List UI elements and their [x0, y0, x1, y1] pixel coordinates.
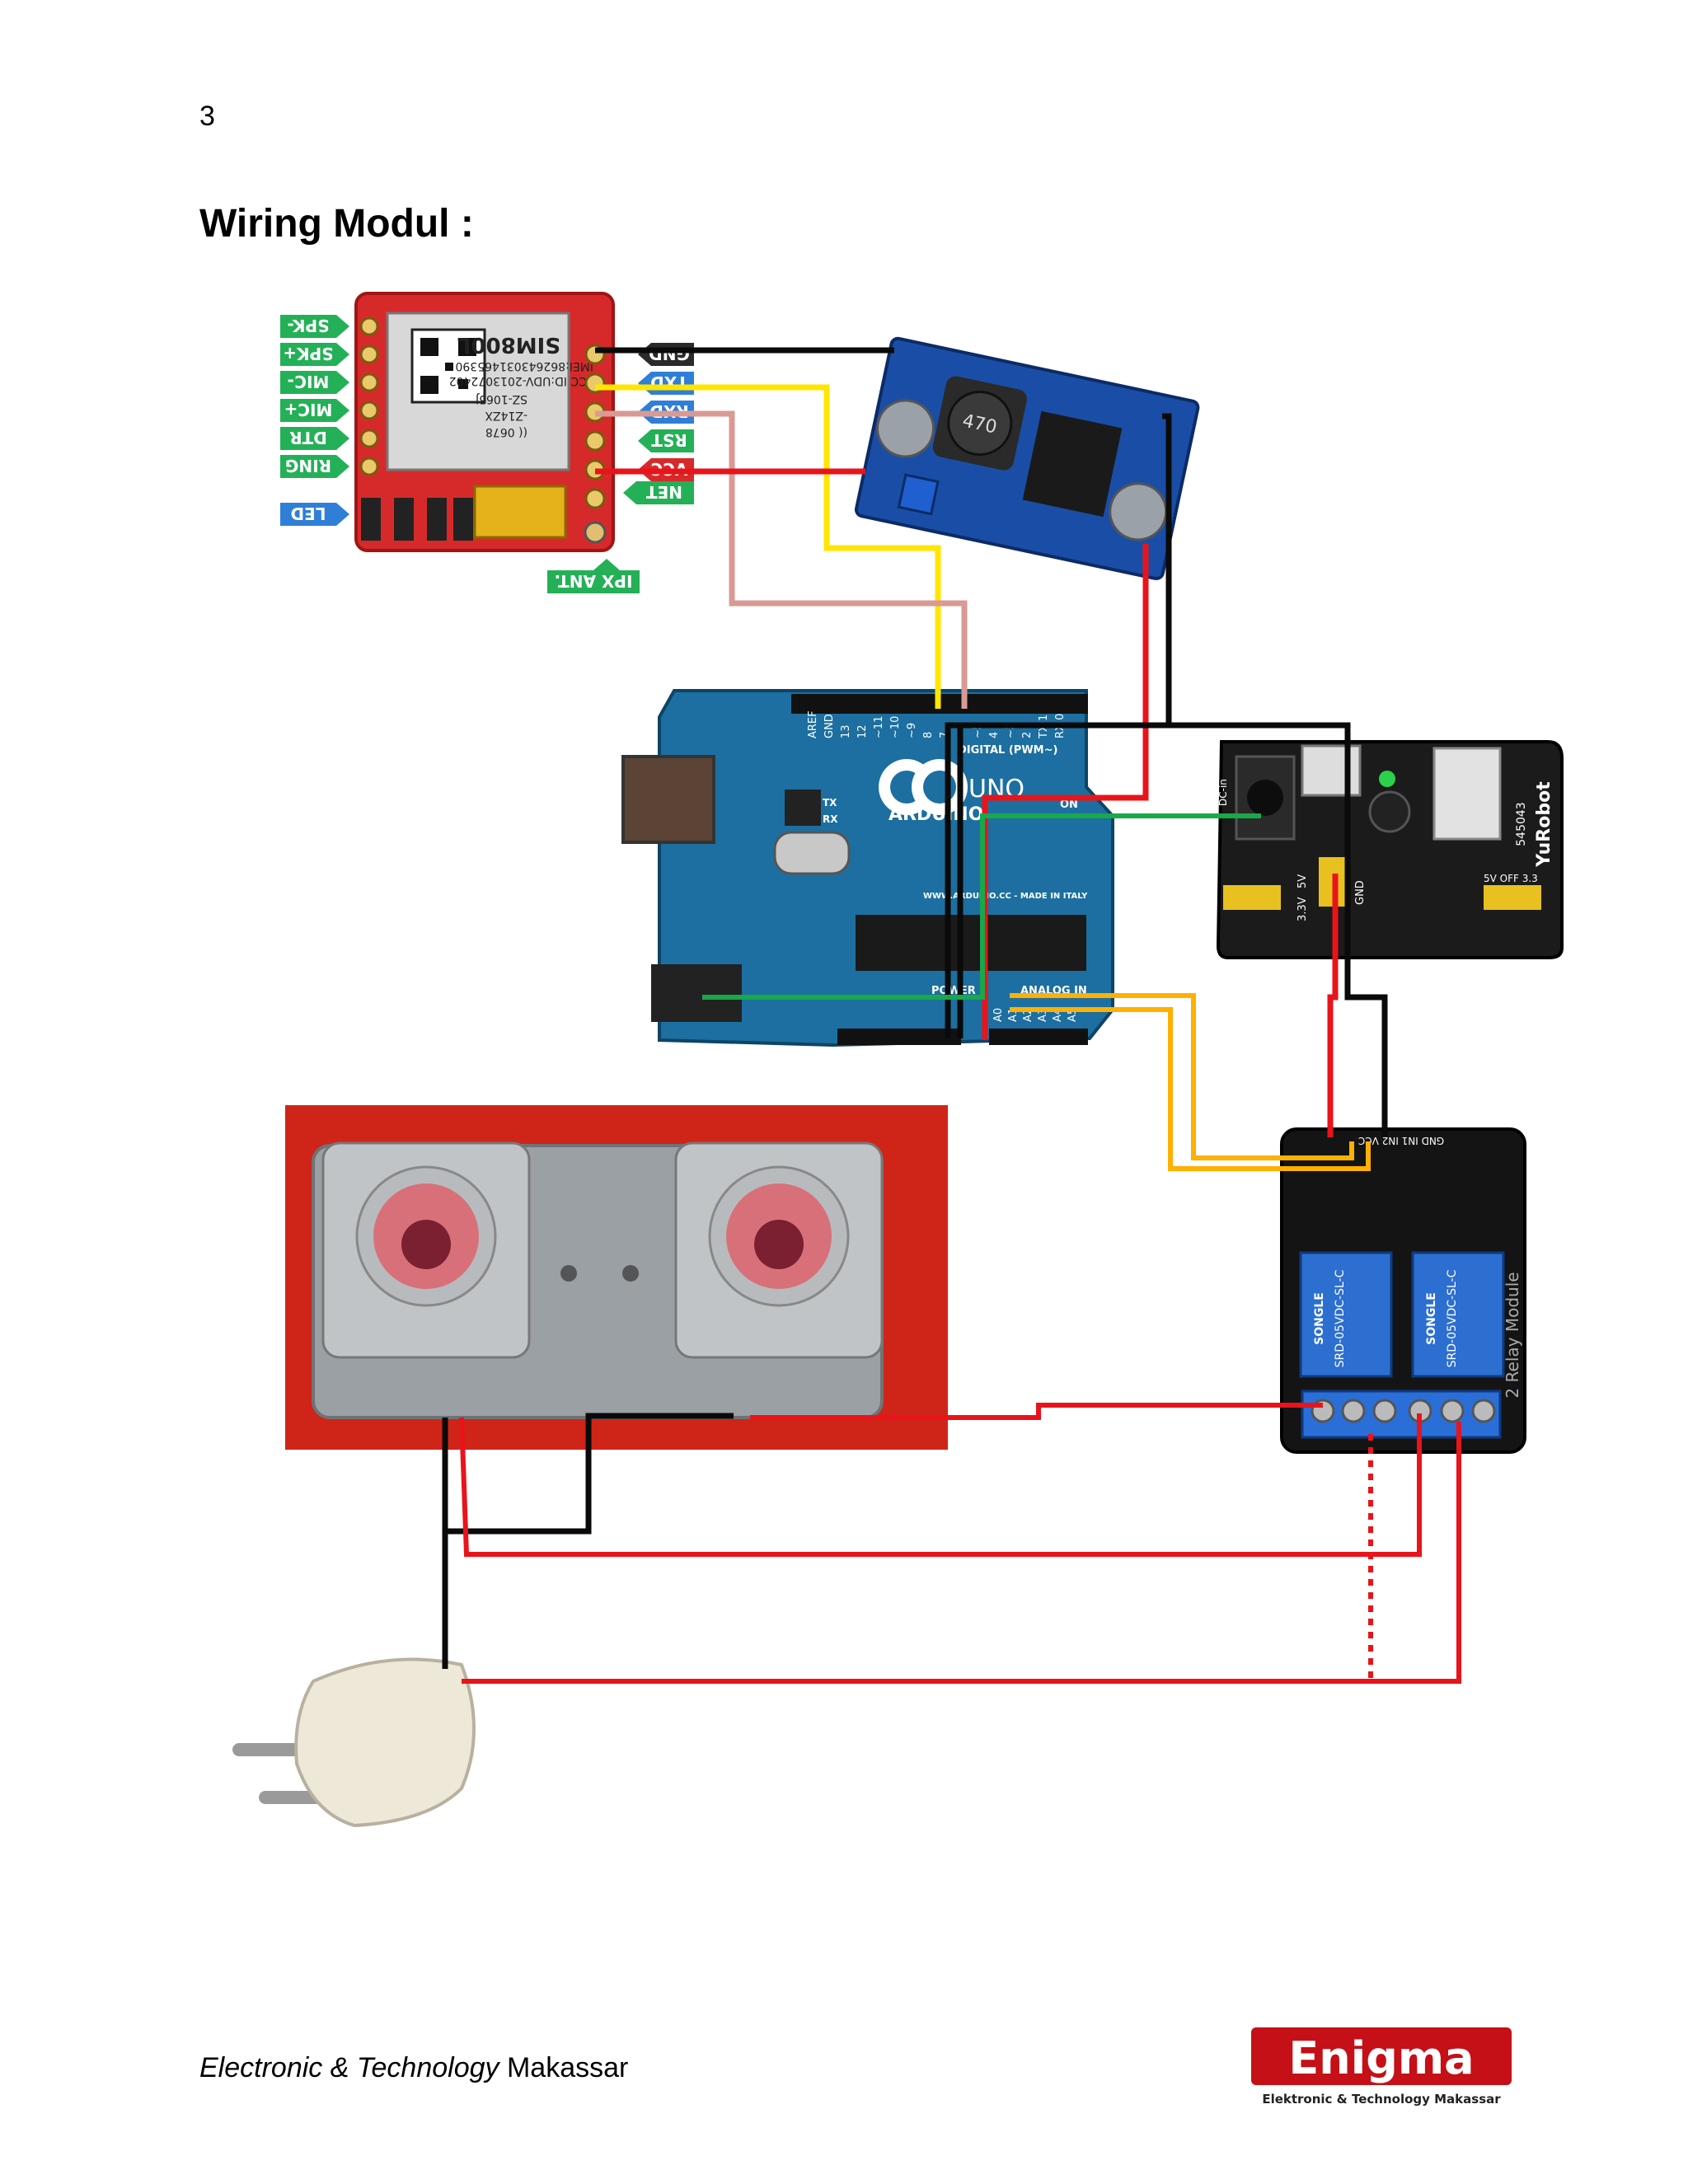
- pin-label-spk-minus: SPK-: [287, 316, 329, 335]
- pin-label-led: LED: [290, 504, 326, 523]
- mains-plug: [232, 1657, 476, 1828]
- sim800l-left-pads: [359, 316, 379, 476]
- power-label: POWER: [931, 985, 976, 997]
- relay-module-label: 2 Relay Module: [1503, 1272, 1522, 1398]
- lamp-sockets: [285, 1105, 948, 1450]
- pin-label-antenna: IPX ANT.: [555, 571, 633, 591]
- made-in-label: WWW.ARDUINO.CC - MADE IN ITALY: [923, 892, 1088, 901]
- buck-converter: 470: [854, 336, 1200, 581]
- footer-text-plain: Makassar: [499, 2052, 629, 2083]
- chip-line-4: FCC ID:UDV-2013072402: [449, 374, 593, 387]
- wires: [442, 347, 1461, 1684]
- relay-2-brand: SONGLE: [1425, 1292, 1438, 1345]
- digital-pin-label: AREF: [807, 710, 819, 738]
- digital-pin-label: ~10: [889, 716, 902, 738]
- enigma-logo: Enigma Elektronic & Technology Makassar: [1251, 2027, 1512, 2107]
- pin-label-gnd: GND: [649, 344, 690, 363]
- wire-sim-rxd: [595, 410, 968, 709]
- wire-lamp-2: [750, 1403, 1323, 1420]
- digital-pin-label: 13: [840, 724, 852, 738]
- wire-module-5v: [1327, 874, 1339, 1137]
- logo-tagline: Elektronic & Technology Makassar: [1262, 2092, 1501, 2107]
- chip-line-3: SZ-1065J: [476, 392, 528, 405]
- power-supply-module: YuRobot 545043 5V 3.3V GND DC-in 5V OFF …: [1216, 740, 1564, 959]
- wire-signal-in1: [1010, 993, 1354, 1160]
- pin-label-mic-plus: MIC+: [284, 400, 333, 419]
- digital-pin-label: 2: [1021, 732, 1034, 738]
- page-number: 3: [199, 101, 215, 132]
- wire-lamp-1: [459, 1413, 1422, 1557]
- pin-label-mic-minus: MIC-: [288, 372, 330, 391]
- pin-label-rst: RST: [651, 430, 687, 450]
- digital-pin-label: 8: [922, 732, 935, 738]
- digital-pin-label: ~9: [906, 723, 918, 738]
- power-module-label-3v3: 3.3V: [1296, 897, 1309, 921]
- arduino-uno: ARDUINO UNO DIGITAL (PWM~) ANALOG IN POW…: [621, 689, 1114, 1047]
- sim800l-left-pin-labels: SPK- SPK+ MIC- MIC+ DTR RING LED IPX ANT…: [280, 315, 640, 593]
- power-module-brand: YuRobot: [1534, 781, 1554, 868]
- footer-text-italic: Electronic & Technology: [199, 2052, 499, 2083]
- pin-label-net: NET: [646, 482, 682, 502]
- footer-text: Electronic & Technology Makassar: [199, 2052, 628, 2084]
- page-title: Wiring Modul :: [199, 202, 474, 246]
- wire-mains-neutral-2: [445, 1413, 734, 1535]
- wire-signal-in2: [1010, 1007, 1371, 1171]
- digital-pin-label: 12: [856, 724, 869, 738]
- chip-line-5: IMEI:862643031465390: [455, 359, 593, 373]
- power-module-label-5v: 5V: [1296, 874, 1309, 888]
- tx-label: TX: [823, 797, 837, 808]
- wire-module-gnd: [945, 722, 1388, 1137]
- relay-2-text: SRD-05VDC-SL-C: [1446, 1269, 1459, 1367]
- power-module-label-dcin: DC-in: [1217, 779, 1229, 806]
- power-module-label-sel: 5V OFF 3.3: [1484, 873, 1538, 884]
- relay-1-text: SRD-05VDC-SL-C: [1334, 1269, 1347, 1367]
- pin-label-spk-plus: SPK+: [283, 344, 333, 363]
- chip-label: SIM800L: [457, 332, 560, 357]
- power-module-label-gnd: GND: [1354, 880, 1367, 905]
- digital-pin-label: ~11: [873, 716, 885, 738]
- logo-text: Enigma: [1288, 2032, 1474, 2084]
- sim800l-right-pin-labels: GND TXD RXD RST VCC NET: [623, 343, 694, 504]
- relay-1-brand: SONGLE: [1313, 1292, 1326, 1345]
- relay-module: GND IN1 IN2 VCC SRD-05VDC-SL-C SRD-05VDC…: [1280, 1127, 1526, 1454]
- digital-label: DIGITAL (PWM~): [958, 744, 1057, 757]
- wire-mains-live: [462, 1422, 1461, 1684]
- chip-line-2: -Z14ZX: [485, 409, 528, 422]
- digital-pin-label: GND: [823, 714, 836, 738]
- on-label: ON: [1060, 799, 1078, 811]
- pin-label-ring: RING: [285, 456, 331, 476]
- analog-pin-label: A0: [992, 1008, 1005, 1022]
- digital-pin-label: 4: [988, 732, 1001, 738]
- arduino-brand: ARDUINO: [889, 804, 983, 825]
- sim800l-module: (( 0678 -Z14ZX SZ-1065J FCC ID:UDV-20130…: [354, 292, 615, 552]
- wire-green: [702, 813, 1261, 1000]
- relay-top-pins: GND IN1 IN2 VCC: [1358, 1135, 1444, 1146]
- rx-label: RX: [823, 813, 838, 825]
- power-module-model: 545043: [1515, 802, 1528, 846]
- chip-line-1: (( 0678: [485, 425, 528, 438]
- pin-label-dtr: DTR: [289, 428, 327, 448]
